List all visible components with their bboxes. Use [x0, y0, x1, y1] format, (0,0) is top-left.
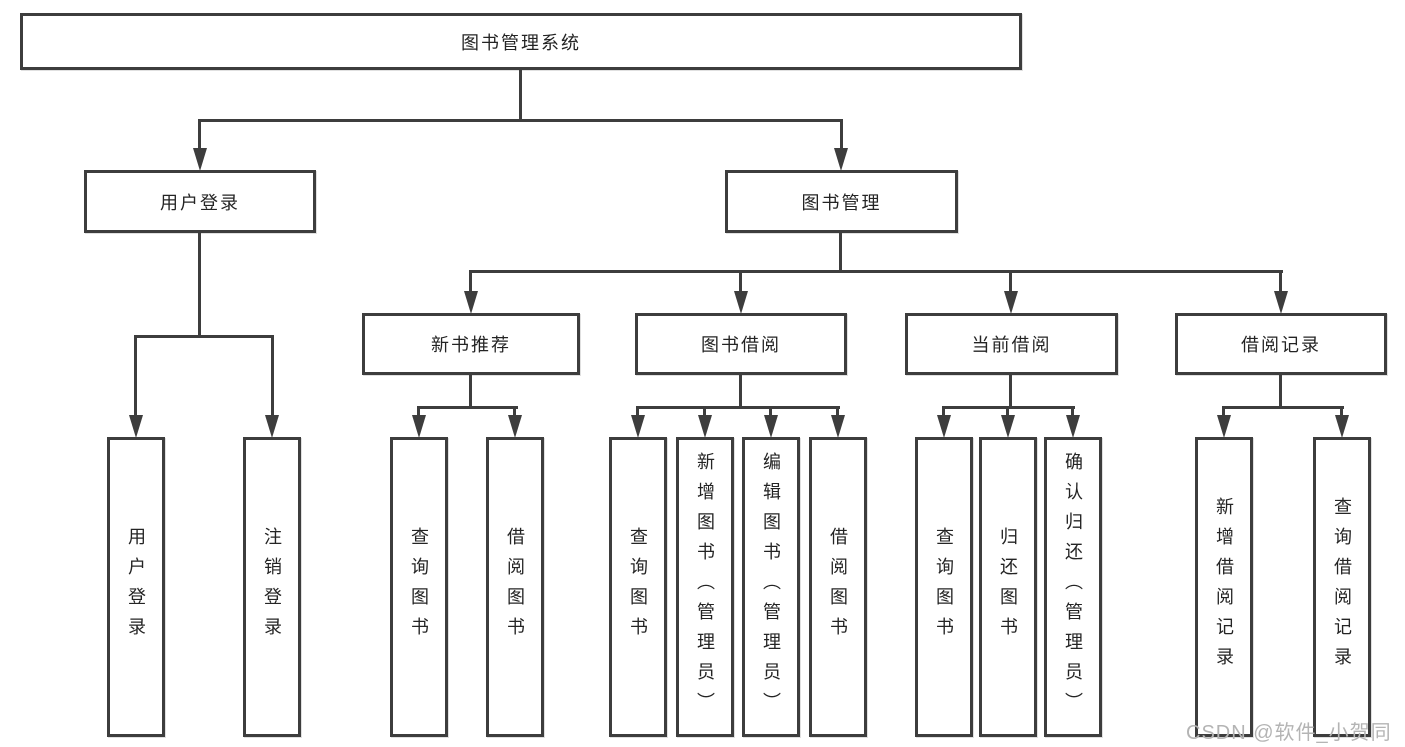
node-add-borrow-record: 新增借阅记录 [1195, 437, 1253, 737]
node-confirm-return-admin: 确认归还（管理员） [1044, 437, 1102, 737]
node-label: 借阅图书 [828, 527, 848, 647]
connector-line [840, 121, 843, 148]
node-return-book: 归还图书 [979, 437, 1037, 737]
node-add-book-admin: 新增图书（管理员） [676, 437, 734, 737]
node-label: 图书借阅 [701, 335, 781, 355]
arrowhead-down [937, 415, 951, 438]
arrowhead-down [834, 148, 848, 171]
node-user-login: 用户登录 [107, 437, 165, 737]
arrowhead-down [464, 291, 478, 314]
connector-line [839, 233, 842, 272]
connector-line [636, 408, 639, 417]
arrowhead-down [508, 415, 522, 438]
node-label: 新增借阅记录 [1214, 497, 1234, 677]
node-label: 用户登录 [160, 192, 240, 213]
connector-line [1222, 406, 1344, 409]
arrowhead-down [412, 415, 426, 438]
node-query-books-recommend: 查询图书 [390, 437, 448, 737]
node-library-management-system: 图书管理系统 [20, 13, 1022, 70]
connector-line [1071, 408, 1074, 417]
connector-line [739, 375, 742, 408]
connector-line [271, 337, 274, 415]
connector-line [198, 121, 201, 148]
node-label: 查询图书 [628, 527, 648, 647]
arrowhead-down [764, 415, 778, 438]
connector-line [469, 375, 472, 408]
node-label: 查询图书 [409, 527, 429, 647]
node-label: 编辑图书（管理员） [761, 452, 781, 722]
connector-line [198, 233, 201, 337]
connector-line [198, 119, 843, 122]
arrowhead-down [831, 415, 845, 438]
connector-line [519, 70, 522, 122]
arrowhead-down [129, 415, 143, 438]
node-label: 确认归还（管理员） [1063, 452, 1083, 722]
node-label: 注销登录 [262, 527, 282, 647]
arrowhead-down [631, 415, 645, 438]
node-current-borrow: 当前借阅 [905, 313, 1118, 375]
node-label: 新书推荐 [431, 335, 511, 355]
node-borrow-books-recommend: 借阅图书 [486, 437, 544, 737]
node-label: 查询图书 [934, 527, 954, 647]
arrowhead-down [1001, 415, 1015, 438]
arrowhead-down [698, 415, 712, 438]
connector-line [134, 335, 274, 338]
node-new-book-recommend: 新书推荐 [362, 313, 580, 375]
connector-line [417, 406, 518, 409]
node-user-login-group: 用户登录 [84, 170, 316, 233]
node-book-borrow: 图书借阅 [635, 313, 847, 375]
node-book-management-group: 图书管理 [725, 170, 958, 233]
node-logout: 注销登录 [243, 437, 301, 737]
connector-line [1279, 272, 1282, 291]
arrowhead-down [1274, 291, 1288, 314]
connector-line [942, 406, 1075, 409]
connector-line [739, 272, 742, 291]
connector-line [469, 270, 1283, 273]
connector-line [1222, 408, 1225, 417]
arrowhead-down [1335, 415, 1349, 438]
connector-line [417, 408, 420, 417]
arrowhead-down [193, 148, 207, 171]
connector-line [703, 408, 706, 417]
node-label: 图书管理 [801, 192, 882, 213]
connector-line [1009, 272, 1012, 291]
node-query-books-borrow: 查询图书 [609, 437, 667, 737]
arrowhead-down [1004, 291, 1018, 314]
connector-line [134, 337, 137, 415]
connector-line [1006, 408, 1009, 417]
node-borrow-books: 借阅图书 [809, 437, 867, 737]
node-edit-book-admin: 编辑图书（管理员） [742, 437, 800, 737]
node-query-borrow-record: 查询借阅记录 [1313, 437, 1371, 737]
arrowhead-down [265, 415, 279, 438]
connector-line [942, 408, 945, 417]
csdn-watermark: CSDN @软件_小贺同学 [1186, 722, 1392, 744]
connector-line [769, 408, 772, 417]
connector-line [836, 408, 839, 417]
node-label: 借阅记录 [1241, 335, 1321, 355]
connector-line [1340, 408, 1343, 417]
node-label: 归还图书 [998, 527, 1018, 647]
arrowhead-down [734, 291, 748, 314]
arrowhead-down [1217, 415, 1231, 438]
node-label: 当前借阅 [971, 335, 1052, 355]
connector-line [636, 406, 840, 409]
node-query-books-current: 查询图书 [915, 437, 973, 737]
node-label: 用户登录 [126, 527, 146, 647]
node-label: 查询借阅记录 [1332, 497, 1352, 677]
connector-line [1009, 375, 1012, 408]
arrowhead-down [1066, 415, 1080, 438]
node-label: 图书管理系统 [461, 32, 581, 53]
connector-line [513, 408, 516, 417]
node-label: 新增图书（管理员） [695, 452, 715, 722]
connector-line [469, 272, 472, 291]
node-label: 借阅图书 [505, 527, 525, 647]
node-borrow-records: 借阅记录 [1175, 313, 1387, 375]
connector-line [1279, 375, 1282, 408]
